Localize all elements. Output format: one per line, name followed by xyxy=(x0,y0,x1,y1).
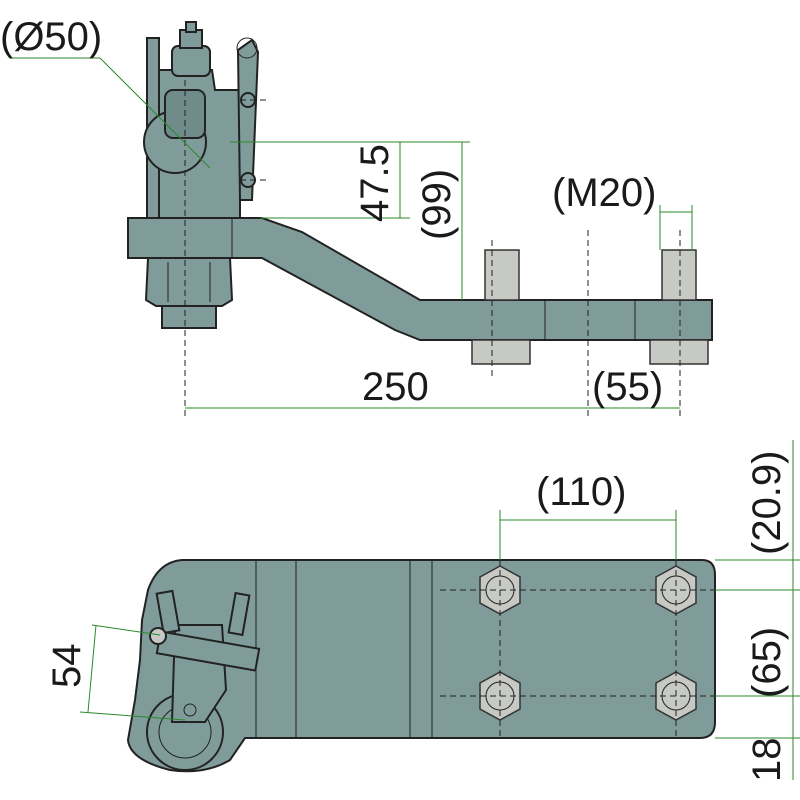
top-view: (110) (20.9) (65) 18 54 xyxy=(45,440,800,782)
dim-hole-spacing-x: (110) xyxy=(536,470,626,514)
dim-plate-offset-bottom: 18 xyxy=(745,738,789,783)
dim-ball-diameter: (Ø50) xyxy=(0,15,102,59)
side-view: (Ø50) 47.5 (99) (M20) 250 (55) xyxy=(0,15,713,420)
dim-height-upper: 47.5 xyxy=(353,144,397,222)
bolt-left xyxy=(484,249,520,301)
bolt-right xyxy=(661,249,697,301)
dim-length-offset: (55) xyxy=(592,365,663,409)
dim-plate-offset-top: (20.9) xyxy=(745,451,789,556)
dim-length-main: 250 xyxy=(362,365,429,409)
dim-height-total: (99) xyxy=(415,169,459,240)
dim-thread: (M20) xyxy=(552,171,656,215)
dim-hole-spacing-y: (65) xyxy=(745,627,789,698)
dim-pin-height: 54 xyxy=(45,644,89,689)
coupling-nut xyxy=(144,257,234,307)
top-plate-body xyxy=(126,559,716,773)
